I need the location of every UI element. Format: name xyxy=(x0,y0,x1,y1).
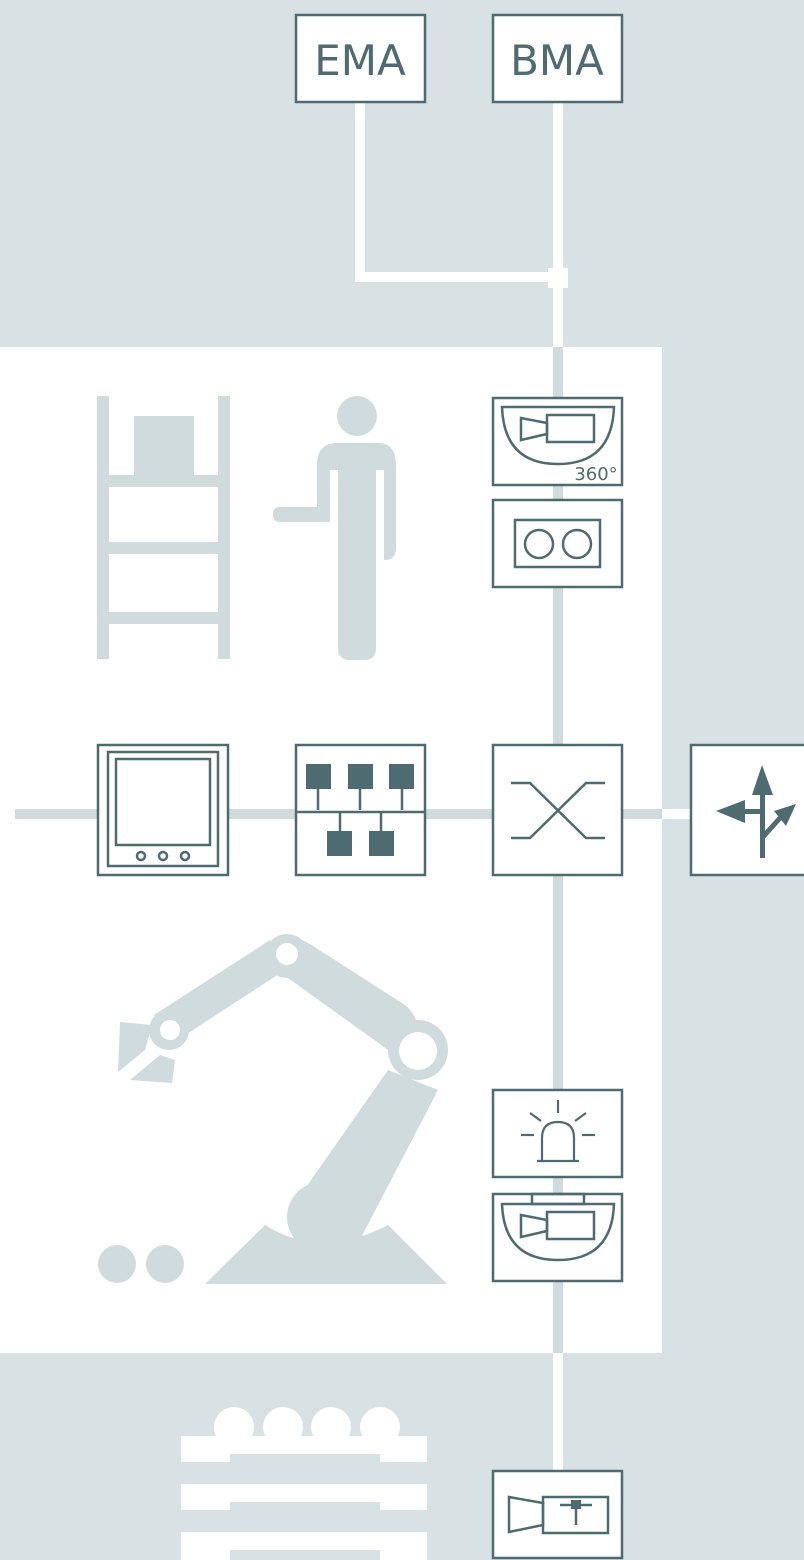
control-panel-box xyxy=(98,745,228,875)
dome-camera-360-box: 360° xyxy=(493,398,622,485)
ema-label: EMA xyxy=(314,36,406,85)
bullet-camera-box xyxy=(493,1471,622,1558)
network-hierarchy-box xyxy=(296,745,425,875)
dome-camera-box xyxy=(493,1194,622,1281)
bma-box: BMA xyxy=(493,15,622,102)
route-box xyxy=(691,745,804,875)
video-recorder-box xyxy=(493,500,622,587)
bma-label: BMA xyxy=(510,36,604,85)
camera-360-label: 360° xyxy=(574,464,617,485)
switch-box xyxy=(493,745,622,875)
ema-box: EMA xyxy=(296,15,425,102)
alarm-light-box xyxy=(493,1090,622,1177)
